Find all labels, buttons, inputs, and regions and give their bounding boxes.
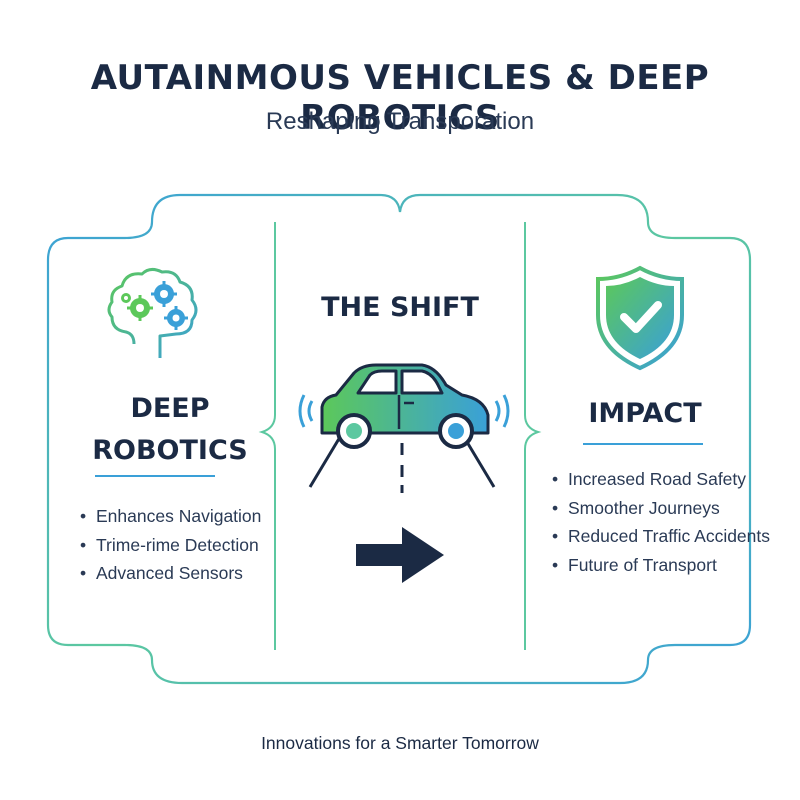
- brain-gears-icon: [107, 267, 198, 358]
- right-divider: [524, 222, 542, 650]
- heading-line-1: DEEP: [130, 393, 210, 424]
- list-item: Trime-rime Detection: [80, 531, 261, 560]
- impact-heading: IMPACT: [588, 398, 702, 429]
- page-title: AUTAINMOUS VEHICLES & DEEP ROBOTICS: [90, 58, 710, 138]
- footer-tagline: Innovations for a Smarter Tomorrow: [261, 733, 539, 753]
- right-arrow-icon: [356, 527, 444, 583]
- list-item: Future of Transport: [552, 551, 770, 580]
- list-item: Enhances Navigation: [80, 502, 261, 531]
- frame-outline: [46, 193, 752, 685]
- left-bullet-list: Enhances Navigation Trime-rime Detection…: [80, 502, 261, 588]
- list-item: Smoother Journeys: [552, 494, 770, 523]
- list-item: Advanced Sensors: [80, 559, 261, 588]
- autonomous-car-icon: [298, 363, 510, 493]
- list-item: Increased Road Safety: [552, 465, 770, 494]
- shield-check-icon: [596, 265, 684, 371]
- page-subtitle: Reshaping Transporation: [265, 108, 535, 135]
- list-item: Reduced Traffic Accidents: [552, 522, 770, 551]
- deep-robotics-heading: DEEP ROBOTICS: [70, 388, 270, 472]
- left-divider: [258, 222, 276, 650]
- right-bullet-list: Increased Road Safety Smoother Journeys …: [552, 465, 770, 579]
- heading-line-2: ROBOTICS: [92, 435, 248, 466]
- left-heading-underline: [95, 475, 215, 477]
- right-heading-underline: [583, 443, 703, 445]
- the-shift-heading: THE SHIFT: [321, 292, 479, 323]
